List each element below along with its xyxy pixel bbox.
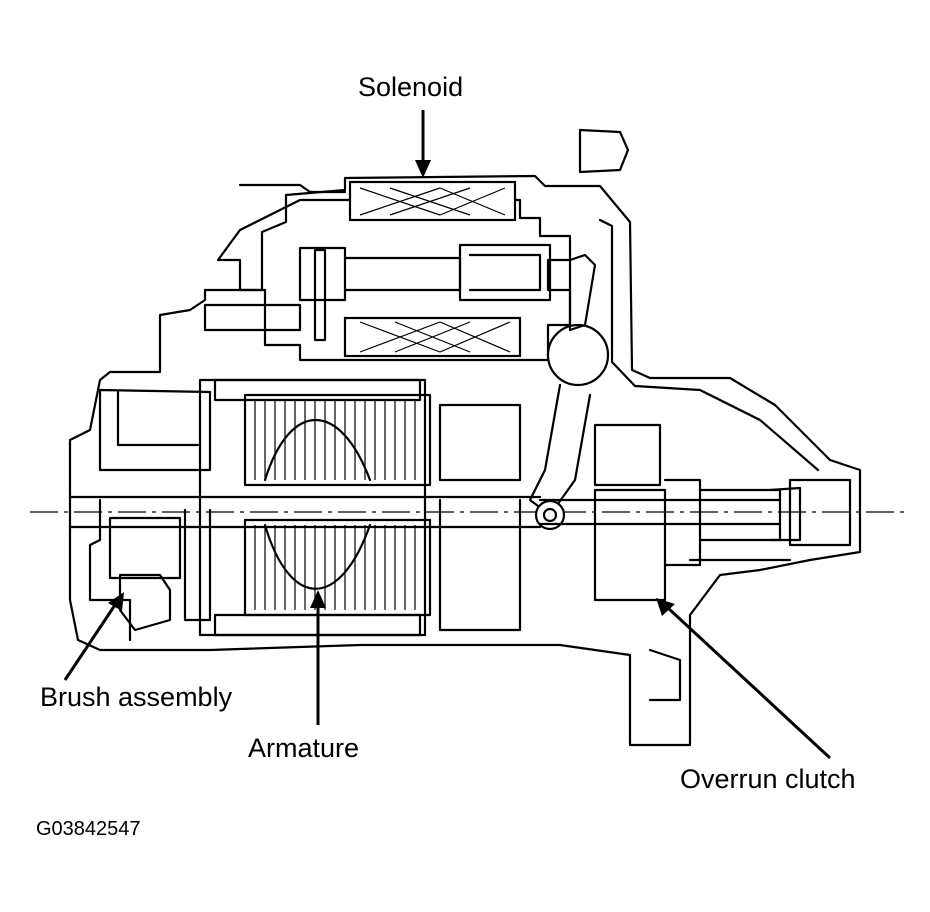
solenoid-arrowhead — [415, 160, 431, 178]
overrun-clutch-label: Overrun clutch — [680, 764, 856, 794]
brush-assembly-label: Brush assembly — [40, 682, 233, 712]
starter-housing — [68, 174, 862, 747]
solenoid-assembly — [203, 128, 630, 362]
figure-code-label: G03842547 — [36, 818, 141, 840]
leader-arrows — [63, 110, 832, 760]
clutch-leader — [666, 606, 832, 760]
shift-lever — [528, 253, 610, 531]
brush-assembly — [88, 498, 212, 642]
armature-arrowhead — [310, 590, 326, 608]
armature-label: Armature — [248, 733, 360, 763]
brush-arrowhead — [108, 592, 124, 611]
armature-shaft — [68, 495, 782, 529]
brush-leader — [63, 604, 117, 681]
overrun-clutch — [438, 403, 782, 632]
clutch-arrowhead — [656, 598, 675, 616]
solenoid-label: Solenoid — [358, 72, 464, 102]
